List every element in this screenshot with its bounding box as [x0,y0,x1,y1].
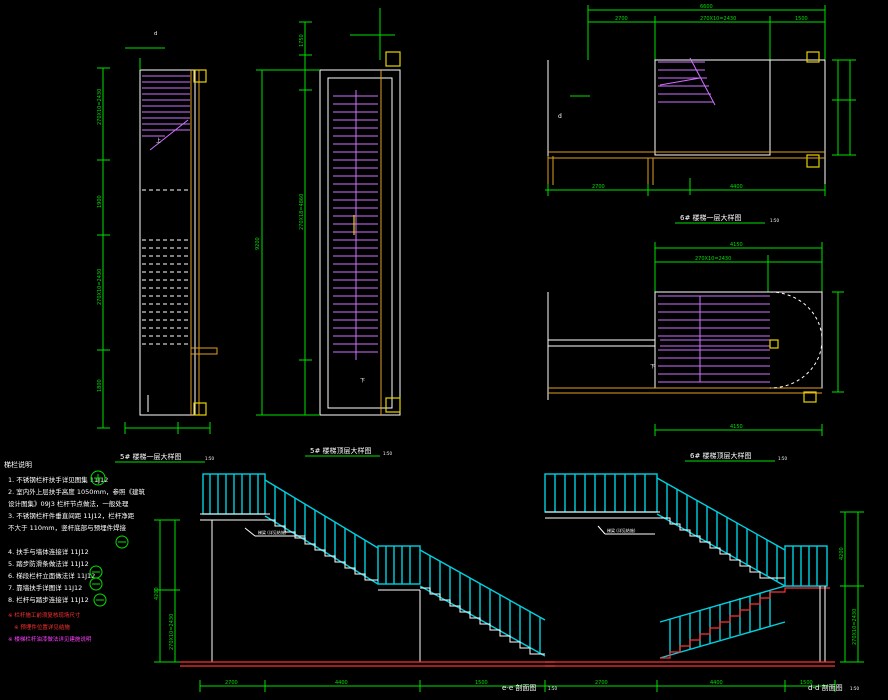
section-e-dim-2: 4400 [335,680,348,686]
plan-c-title: 6# 楼梯一层大样图 [680,213,742,222]
note-item-4: 3. 不锈钢栏杆件垂直间距 11J12，栏杆净距 [8,511,135,520]
section-d-title: d-d 剖面图 [808,683,843,692]
section-d-dim-v: 4200 [839,547,845,560]
section-e-dim-1: 2700 [225,680,238,686]
plan-d-title: 6# 楼梯顶层大样图 [690,451,752,460]
plan-c-dim-2: 270X10=2430 [700,16,736,22]
section-e-dim-3: 1500 [475,680,488,686]
section-e: 梯梁 (详见结施) 2700 4400 1500 4200 270X10=243… [154,473,557,692]
note-item-9: 7. 靠墙扶手详图详 11J12 [8,583,82,592]
plan-b-scale: 1:50 [383,451,392,456]
section-e-dim-v: 4200 [154,587,160,600]
note-item-8: 6. 梯段栏杆立面做法详 11J12 [8,571,95,580]
plan-d-dim-mid: 270X10=2430 [695,256,731,262]
plan-a-dim-4: 1800 [97,379,103,392]
note-item-2: 2. 室内外上层扶手高度 1050mm，参照《建筑 [8,487,146,496]
plan-a-section-mark: d [154,31,157,37]
plan-d: 4150 270X10=2430 4150 下 6# 楼梯顶层 [547,242,844,462]
plan-b: 9200 270X18=4860 1750 下 5# 楼梯顶层大样图 1:50 [255,8,401,457]
note-red-2: ※ 预埋件位置详见结施 [14,623,70,631]
section-e-scale: 1:50 [548,686,557,691]
section-d-dim-steps: 270X10=2430 [852,609,858,645]
plan-b-title: 5# 楼梯顶层大样图 [310,446,372,455]
section-e-dim-steps: 270X10=2430 [169,614,175,650]
plan-d-dim-bottom: 4150 [730,424,743,430]
plan-a-dim-3: 270X10=2430 [97,269,103,305]
section-d-dim-3: 1500 [800,680,813,686]
section-d-dim-1: 2700 [595,680,608,686]
plan-c: 6600 2700 270X10=2430 1500 d 2700 4400 [545,4,856,224]
section-d: 梯梁 (详见结施) 2700 4400 1500 4200 270X10=243… [544,473,864,692]
note-item-6: 4. 扶手与墙体连接详 11J12 [8,547,89,556]
plan-b-dim-top: 1750 [299,34,305,47]
note-item-1: 1. 不锈钢栏杆扶手详见图集 11J12 [8,475,108,484]
section-d-tag: 梯梁 (详见结施) [607,527,636,533]
plan-b-dn-label: 下 [360,378,365,384]
plan-c-dim-total: 6600 [700,4,713,10]
plan-c-scale: 1:50 [770,218,779,223]
plan-b-dim-total: 9200 [255,237,261,250]
section-e-tag: 梯梁 (详见结施) [258,529,287,535]
plan-a-up-label: 上 [156,137,161,144]
plan-c-section-mark: d [558,113,562,120]
note-symbols [89,470,129,607]
note-magenta-1: ※ 楼梯栏杆油漆做法详见建施说明 [8,635,92,643]
plan-b-dim-steps: 270X18=4860 [299,194,305,230]
notes-title: 梯栏说明 [4,460,32,469]
note-item-3: 设计图集》09J3 栏杆节点做法，一般处理 [8,499,129,508]
plan-d-scale: 1:50 [778,456,787,461]
note-item-10: 8. 栏杆与踏步连接详 11J12 [8,595,89,604]
plan-c-dim-b1: 2700 [592,184,605,190]
plan-a-scale: 1:50 [205,456,214,461]
notes-block: 梯栏说明 1. 不锈钢栏杆扶手详见图集 11J12 2. 室内外上层扶手高度 1… [4,460,146,643]
plan-c-dim-3: 1500 [795,16,808,22]
note-red-1: ※ 栏杆施工前须复核现场尺寸 [8,611,81,619]
note-item-5: 不大于 110mm，竖杆底部与预埋件焊接 [8,523,127,532]
plan-d-dim-top: 4150 [730,242,743,248]
plan-c-dim-1: 2700 [615,16,628,22]
plan-a: 270X10=2430 1900 270X10=2430 1800 d 上 5#… [97,31,218,463]
note-item-7: 5. 踏步防滑条做法详 11J12 [8,559,89,568]
section-d-dim-2: 4400 [710,680,723,686]
plan-a-dim-1: 270X10=2430 [97,89,103,125]
plan-a-title: 5# 楼梯一层大样图 [120,452,182,461]
section-e-title: e-e 剖面图 [502,683,536,692]
plan-c-dim-b2: 4400 [730,184,743,190]
plan-d-dn-label: 下 [650,364,655,370]
plan-a-dim-2: 1900 [97,195,103,208]
section-d-scale: 1:50 [850,686,859,691]
